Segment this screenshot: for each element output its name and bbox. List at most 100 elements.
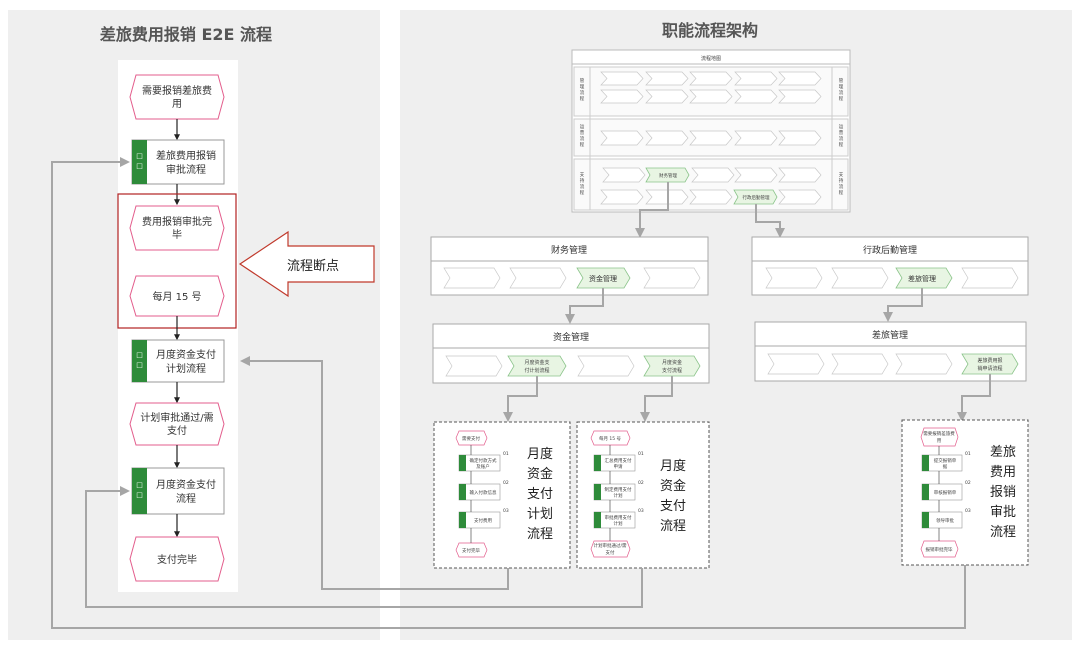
node-plan-approved-line1: 计划审批通过/需 (140, 411, 213, 424)
funds-plan-to-proc1-arrow (503, 376, 538, 422)
svg-text:资金: 资金 (527, 466, 553, 482)
subprocess-icon (132, 468, 147, 514)
placeholder-chevron (778, 130, 822, 146)
svg-text:□: □ (136, 162, 143, 170)
placeholder-chevron (734, 89, 778, 104)
node-monthly-15 (129, 275, 225, 317)
subprocess-icon (132, 340, 147, 382)
svg-text:流程: 流程 (527, 527, 553, 542)
placeholder-chevron (831, 353, 889, 375)
svg-text:需要支付: 需要支付 (462, 435, 480, 442)
svg-text:支付: 支付 (606, 549, 615, 556)
svg-text:差旅费用报: 差旅费用报 (977, 357, 1002, 364)
subprocess-icon (132, 140, 147, 184)
detail-process-monthly-payment: 每月 15 号 汇总费用支付 申请 制定费用支付 计划 审批费用支付 计划 计划… (576, 421, 710, 569)
svg-text:支: 支 (580, 171, 585, 178)
svg-text:支付: 支付 (660, 499, 686, 514)
svg-text:□: □ (136, 351, 143, 359)
placeholder-chevron (600, 130, 644, 146)
placeholder-chevron (645, 71, 689, 86)
svg-text:计划: 计划 (614, 492, 623, 499)
placeholder-chevron (600, 89, 644, 104)
travel-to-proc3-arrow (957, 374, 991, 422)
node-reimburse-done-line1: 费用报销审批完 (142, 215, 212, 228)
link-proc2-to-left (85, 486, 643, 608)
map-to-admin-arrow (755, 204, 785, 238)
admin-box: 行政后勤管理 差旅管理 (751, 236, 1029, 296)
svg-text:02: 02 (503, 480, 509, 486)
svg-text:流程: 流程 (990, 525, 1016, 540)
node-monthly-payment-line1: 月度资金支付 (156, 478, 216, 491)
svg-text:□: □ (136, 481, 143, 489)
svg-text:程: 程 (839, 189, 844, 196)
svg-text:02: 02 (638, 480, 644, 486)
svg-text:提交报销单: 提交报销单 (934, 457, 957, 464)
break-callout-arrow (238, 230, 375, 298)
svg-text:报销: 报销 (990, 485, 1016, 500)
break-label: 流程断点 (287, 259, 339, 274)
node-need-reimburse-line2: 用 (172, 99, 182, 110)
svg-text:营: 营 (580, 129, 585, 136)
admin-travel-chip (895, 267, 953, 289)
placeholder-chevron (600, 189, 644, 205)
svg-text:及账户: 及账户 (476, 463, 490, 470)
process-map-title: 流程地图 (701, 55, 721, 62)
placeholder-chevron (691, 167, 735, 183)
svg-text:销申请流程: 销申请流程 (977, 365, 1002, 372)
placeholder-chevron (778, 189, 822, 205)
node-monthly-payment-line2: 流程 (176, 492, 196, 505)
svg-text:计划: 计划 (527, 507, 553, 522)
svg-text:流: 流 (839, 89, 844, 96)
svg-text:月度资金: 月度资金 (662, 359, 682, 366)
svg-text:02: 02 (965, 480, 971, 486)
svg-text:管: 管 (580, 77, 585, 84)
placeholder-chevron (734, 167, 778, 183)
right-title: 职能流程架构 (662, 21, 758, 40)
funds-pay-to-proc2-arrow (640, 376, 673, 422)
svg-text:月度: 月度 (660, 458, 686, 474)
funds-plan-chip (507, 355, 567, 377)
placeholder-chevron (602, 167, 646, 183)
svg-text:程: 程 (580, 95, 585, 102)
admin-title: 行政后勤管理 (863, 244, 917, 256)
svg-text:运: 运 (580, 123, 585, 130)
svg-text:申请: 申请 (614, 463, 623, 470)
svg-text:制定费用支付: 制定费用支付 (605, 486, 632, 493)
svg-text:03: 03 (965, 508, 971, 514)
svg-text:确定付款方式: 确定付款方式 (470, 457, 497, 464)
process-map-chevrons (600, 71, 822, 205)
svg-text:03: 03 (503, 508, 509, 514)
svg-text:流: 流 (839, 183, 844, 190)
detail-process-travel-approval: 需要报销差旅费 用 提交报销单 据 审核报销单 领导审批 报销审批完毕 01 0… (901, 419, 1029, 566)
link-proc3-to-left (51, 157, 966, 629)
svg-text:支付流程: 支付流程 (662, 367, 682, 374)
box-chevrons (443, 267, 1019, 377)
svg-text:程: 程 (580, 141, 585, 148)
svg-text:财务管理: 财务管理 (659, 172, 677, 179)
svg-text:持: 持 (839, 177, 844, 184)
placeholder-chevron (765, 267, 823, 289)
svg-text:审核报销单: 审核报销单 (934, 489, 957, 496)
svg-text:支: 支 (839, 171, 844, 178)
svg-text:流: 流 (580, 183, 585, 190)
placeholder-chevron (645, 89, 689, 104)
svg-text:流: 流 (580, 135, 585, 142)
node-payment-done (129, 536, 225, 582)
svg-text:理: 理 (839, 84, 844, 90)
placeholder-chevron (767, 353, 825, 375)
travel-title: 差旅管理 (872, 329, 908, 341)
finance-title: 财务管理 (551, 244, 587, 256)
svg-text:程: 程 (839, 95, 844, 102)
svg-text:管: 管 (839, 77, 844, 84)
map-admin-chip (733, 189, 778, 205)
node-monthly-plan (131, 339, 225, 383)
svg-text:□: □ (136, 491, 143, 499)
svg-text:03: 03 (638, 508, 644, 514)
placeholder-chevron (689, 130, 733, 146)
node-monthly-plan-line2: 计划流程 (166, 362, 206, 375)
svg-text:01: 01 (638, 451, 644, 457)
finance-box: 财务管理 资金管理 (430, 236, 709, 296)
placeholder-chevron (689, 189, 733, 205)
node-reimburse-approval-line2: 审批流程 (166, 163, 206, 176)
